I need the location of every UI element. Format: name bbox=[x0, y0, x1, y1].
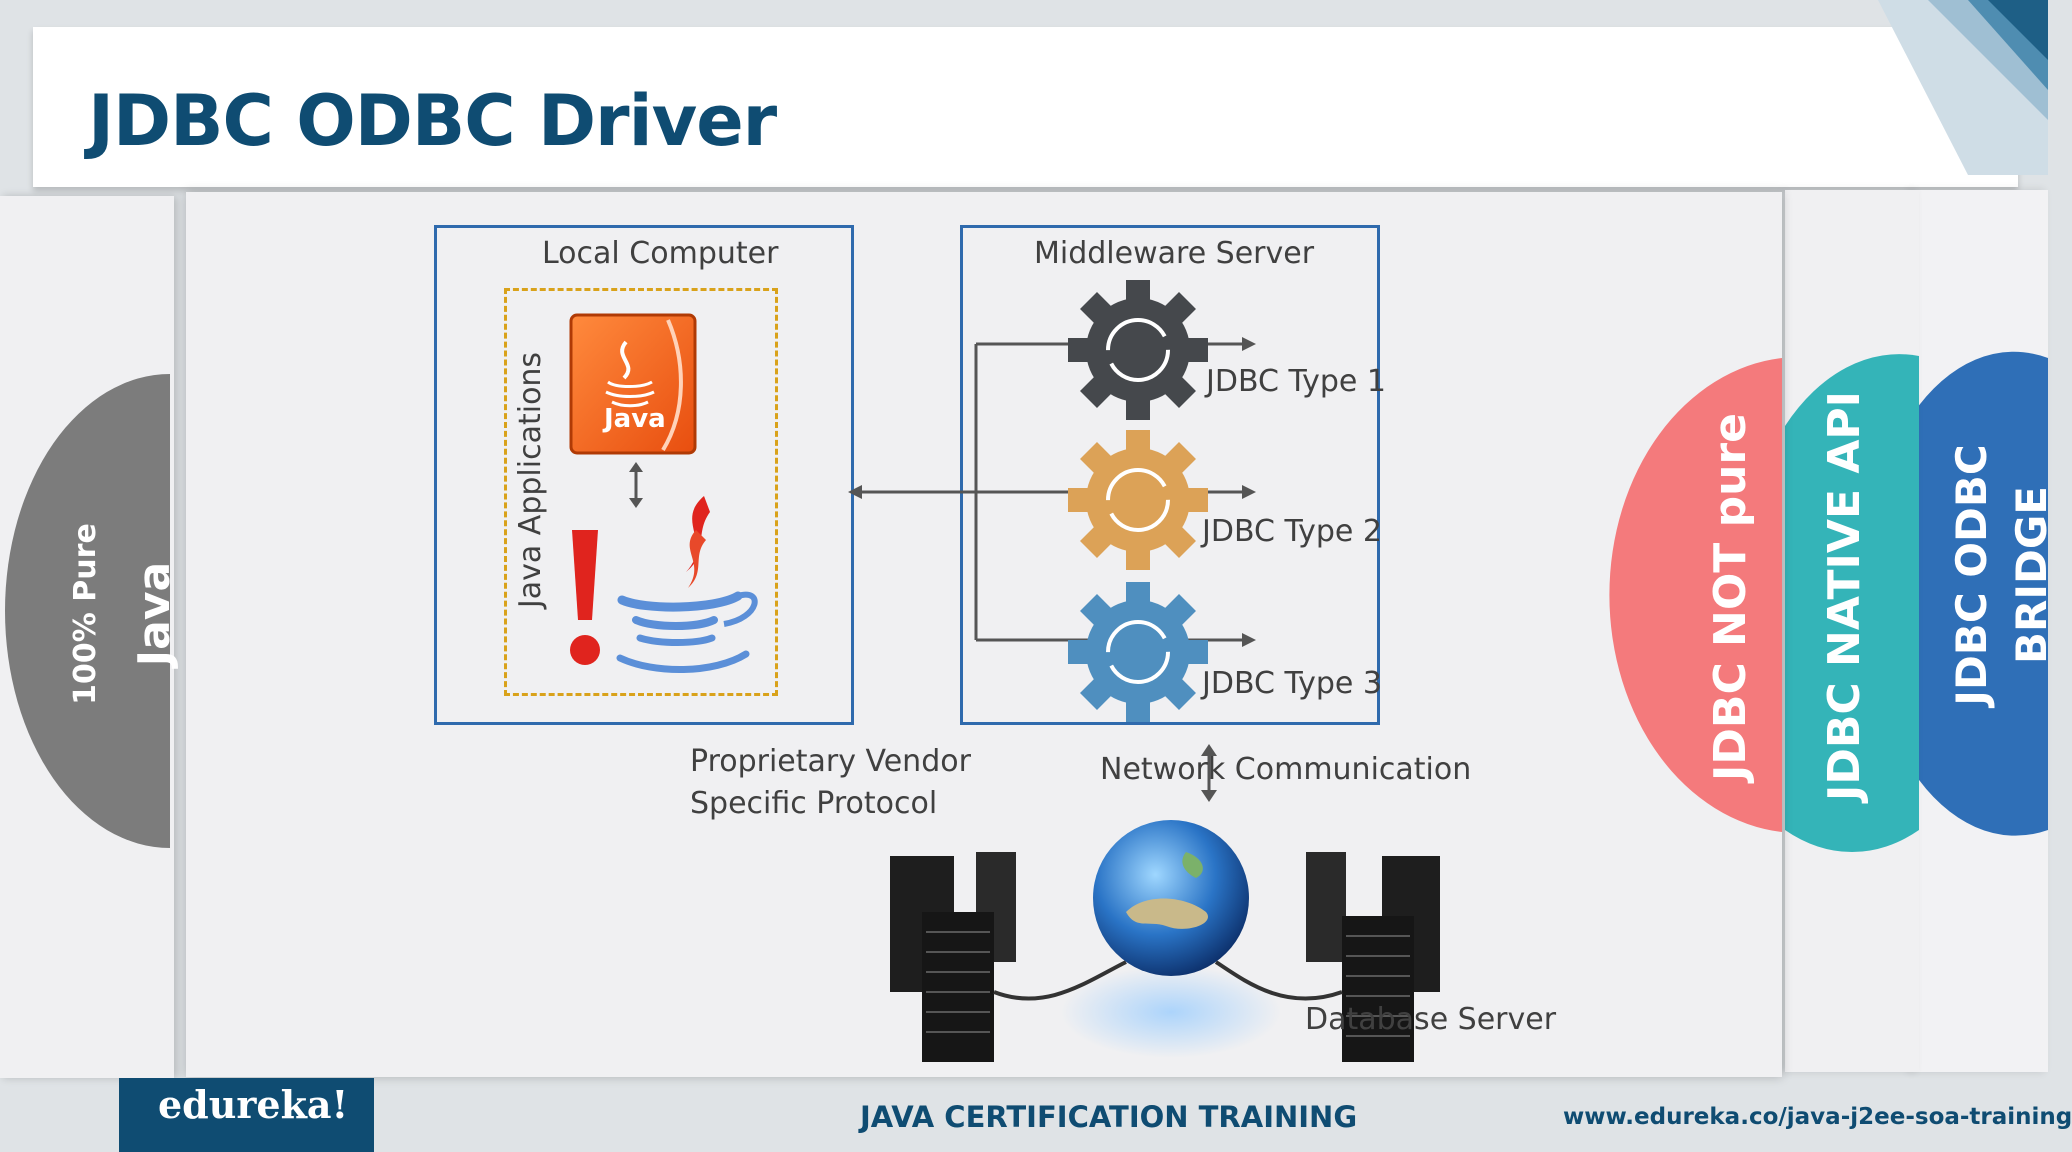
right-tab-not-pure-label: JDBC NOT pure bbox=[1705, 413, 1756, 781]
gear-type3-icon bbox=[1068, 582, 1208, 722]
right-tab-native-api-shape bbox=[1785, 354, 1919, 853]
database-server-label: Database Server bbox=[1305, 1002, 1557, 1037]
network-updown-arrow bbox=[1201, 744, 1217, 802]
protocol-label-line2: Specific Protocol bbox=[690, 786, 938, 821]
left-tab-label-line2: Java bbox=[129, 561, 180, 667]
footer-course-title: JAVA CERTIFICATION TRAINING bbox=[860, 1100, 1358, 1134]
middleware-server-label: Middleware Server bbox=[1034, 236, 1315, 271]
jdbc-type1-label: JDBC Type 1 bbox=[1206, 364, 1387, 399]
jdbc-type3-label: JDBC Type 3 bbox=[1202, 666, 1383, 701]
gear-type2-icon bbox=[1068, 430, 1208, 570]
local-computer-box bbox=[434, 225, 854, 725]
right-tab-card-bridge[interactable]: JDBC ODBC BRIDGE bbox=[1912, 190, 2056, 1072]
jdbc-type2-label: JDBC Type 2 bbox=[1202, 514, 1383, 549]
page-title: JDBC ODBC Driver bbox=[88, 80, 777, 162]
footer-url-link[interactable]: www.edureka.co/java-j2ee-soa-training bbox=[1563, 1104, 2072, 1130]
java-cup-logo-icon bbox=[616, 496, 758, 673]
right-tab-bridge-shape bbox=[1912, 351, 2048, 836]
header-bar bbox=[33, 27, 2018, 187]
database-server-icon bbox=[890, 820, 1440, 1062]
middleware-server-box bbox=[960, 225, 1380, 725]
right-tab-native-api-label: JDBC NATIVE API bbox=[1819, 391, 1870, 801]
left-tab-card[interactable]: 100% Pure Java bbox=[0, 196, 180, 1078]
right-tab-not-pure-shape[interactable] bbox=[1592, 356, 1782, 836]
protocol-label-line1: Proprietary Vendor bbox=[690, 744, 971, 779]
footer-logo-background bbox=[119, 1078, 374, 1152]
right-tab-card-native-api[interactable]: JDBC NATIVE API bbox=[1785, 190, 1919, 1072]
local-computer-label: Local Computer bbox=[542, 236, 779, 271]
java-applications-box bbox=[504, 288, 778, 696]
left-tab-label-line1: 100% Pure bbox=[56, 504, 104, 724]
warning-exclamation-icon bbox=[570, 530, 600, 665]
edureka-logo: edureka! bbox=[158, 1082, 349, 1127]
main-slide: JDBC NOT pure Local Computer Java Applic… bbox=[186, 192, 1782, 1077]
java-app-icon bbox=[569, 313, 697, 455]
java-logo-text: Java bbox=[604, 404, 666, 434]
java-applications-label: Java Applications bbox=[513, 351, 548, 609]
java-updown-arrow bbox=[629, 462, 643, 508]
right-tab-bridge-line1: JDBC ODBC bbox=[1947, 444, 1996, 706]
network-communication-label: Network Communication bbox=[1100, 752, 1472, 787]
gear-type1-icon bbox=[1068, 280, 1208, 420]
corner-decoration bbox=[1878, 0, 2048, 175]
left-tab-pure-text: 100% Pure bbox=[68, 523, 103, 705]
left-tab-shape bbox=[5, 374, 170, 848]
right-tab-bridge-line2: BRIDGE bbox=[2007, 486, 2056, 665]
